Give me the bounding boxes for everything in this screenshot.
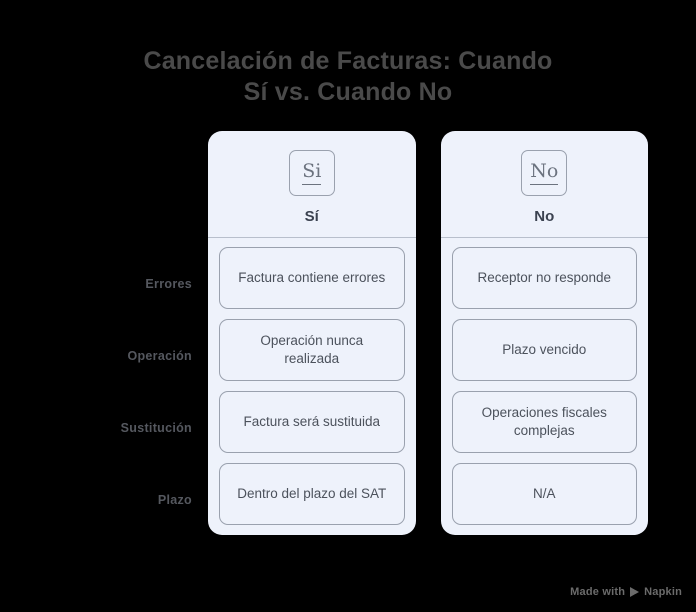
page-title: Cancelación de Facturas: Cuando Sí vs. C… bbox=[0, 46, 696, 108]
no-badge-icon: No bbox=[521, 150, 568, 196]
cell-si-operacion: Operación nunca realizada bbox=[219, 319, 405, 381]
row-label-errores: Errores bbox=[145, 277, 192, 291]
cell-si-sustitucion: Factura será sustituida bbox=[219, 391, 405, 453]
cell-no-operacion: Plazo vencido bbox=[451, 319, 637, 381]
watermark-brand-label: Napkin bbox=[644, 586, 682, 598]
card-title-no: No bbox=[534, 208, 555, 225]
row-labels-column: Errores Operación Sustitución Plazo bbox=[88, 131, 208, 536]
card-body-no: Receptor no responde Plazo vencido Opera… bbox=[441, 238, 649, 525]
comparison-grid: Errores Operación Sustitución Plazo Si S… bbox=[88, 131, 648, 536]
cell-no-plazo: N/A bbox=[451, 463, 637, 525]
card-header-si: Si Sí bbox=[208, 131, 416, 238]
cell-si-errores: Factura contiene errores bbox=[219, 247, 405, 309]
si-badge-icon: Si bbox=[288, 150, 335, 196]
cell-si-plazo: Dentro del plazo del SAT bbox=[219, 463, 405, 525]
comparison-cards: Si Sí Factura contiene errores Operación… bbox=[208, 131, 648, 535]
si-badge-icon-label: Si bbox=[302, 161, 322, 185]
cell-no-sustitucion: Operaciones fiscales complejas bbox=[451, 391, 637, 453]
row-label-plazo: Plazo bbox=[157, 493, 192, 507]
page-title-line-2: Sí vs. Cuando No bbox=[243, 78, 453, 106]
no-badge-icon-label: No bbox=[530, 161, 559, 185]
comparison-card-si: Si Sí Factura contiene errores Operación… bbox=[208, 131, 416, 535]
watermark-made-with-label: Made with bbox=[570, 586, 626, 598]
napkin-play-logo-icon bbox=[630, 587, 640, 597]
napkin-watermark: Made with Napkin bbox=[570, 586, 682, 598]
page-title-line-1: Cancelación de Facturas: Cuando bbox=[143, 47, 553, 75]
row-label-sustitucion: Sustitución bbox=[120, 421, 192, 435]
cell-no-errores: Receptor no responde bbox=[451, 247, 637, 309]
card-header-no: No No bbox=[440, 131, 648, 238]
card-body-si: Factura contiene errores Operación nunca… bbox=[208, 238, 416, 525]
row-label-operacion: Operación bbox=[127, 349, 192, 363]
comparison-card-no: No No Receptor no responde Plazo vencido… bbox=[440, 131, 649, 535]
card-title-si: Sí bbox=[304, 208, 319, 225]
